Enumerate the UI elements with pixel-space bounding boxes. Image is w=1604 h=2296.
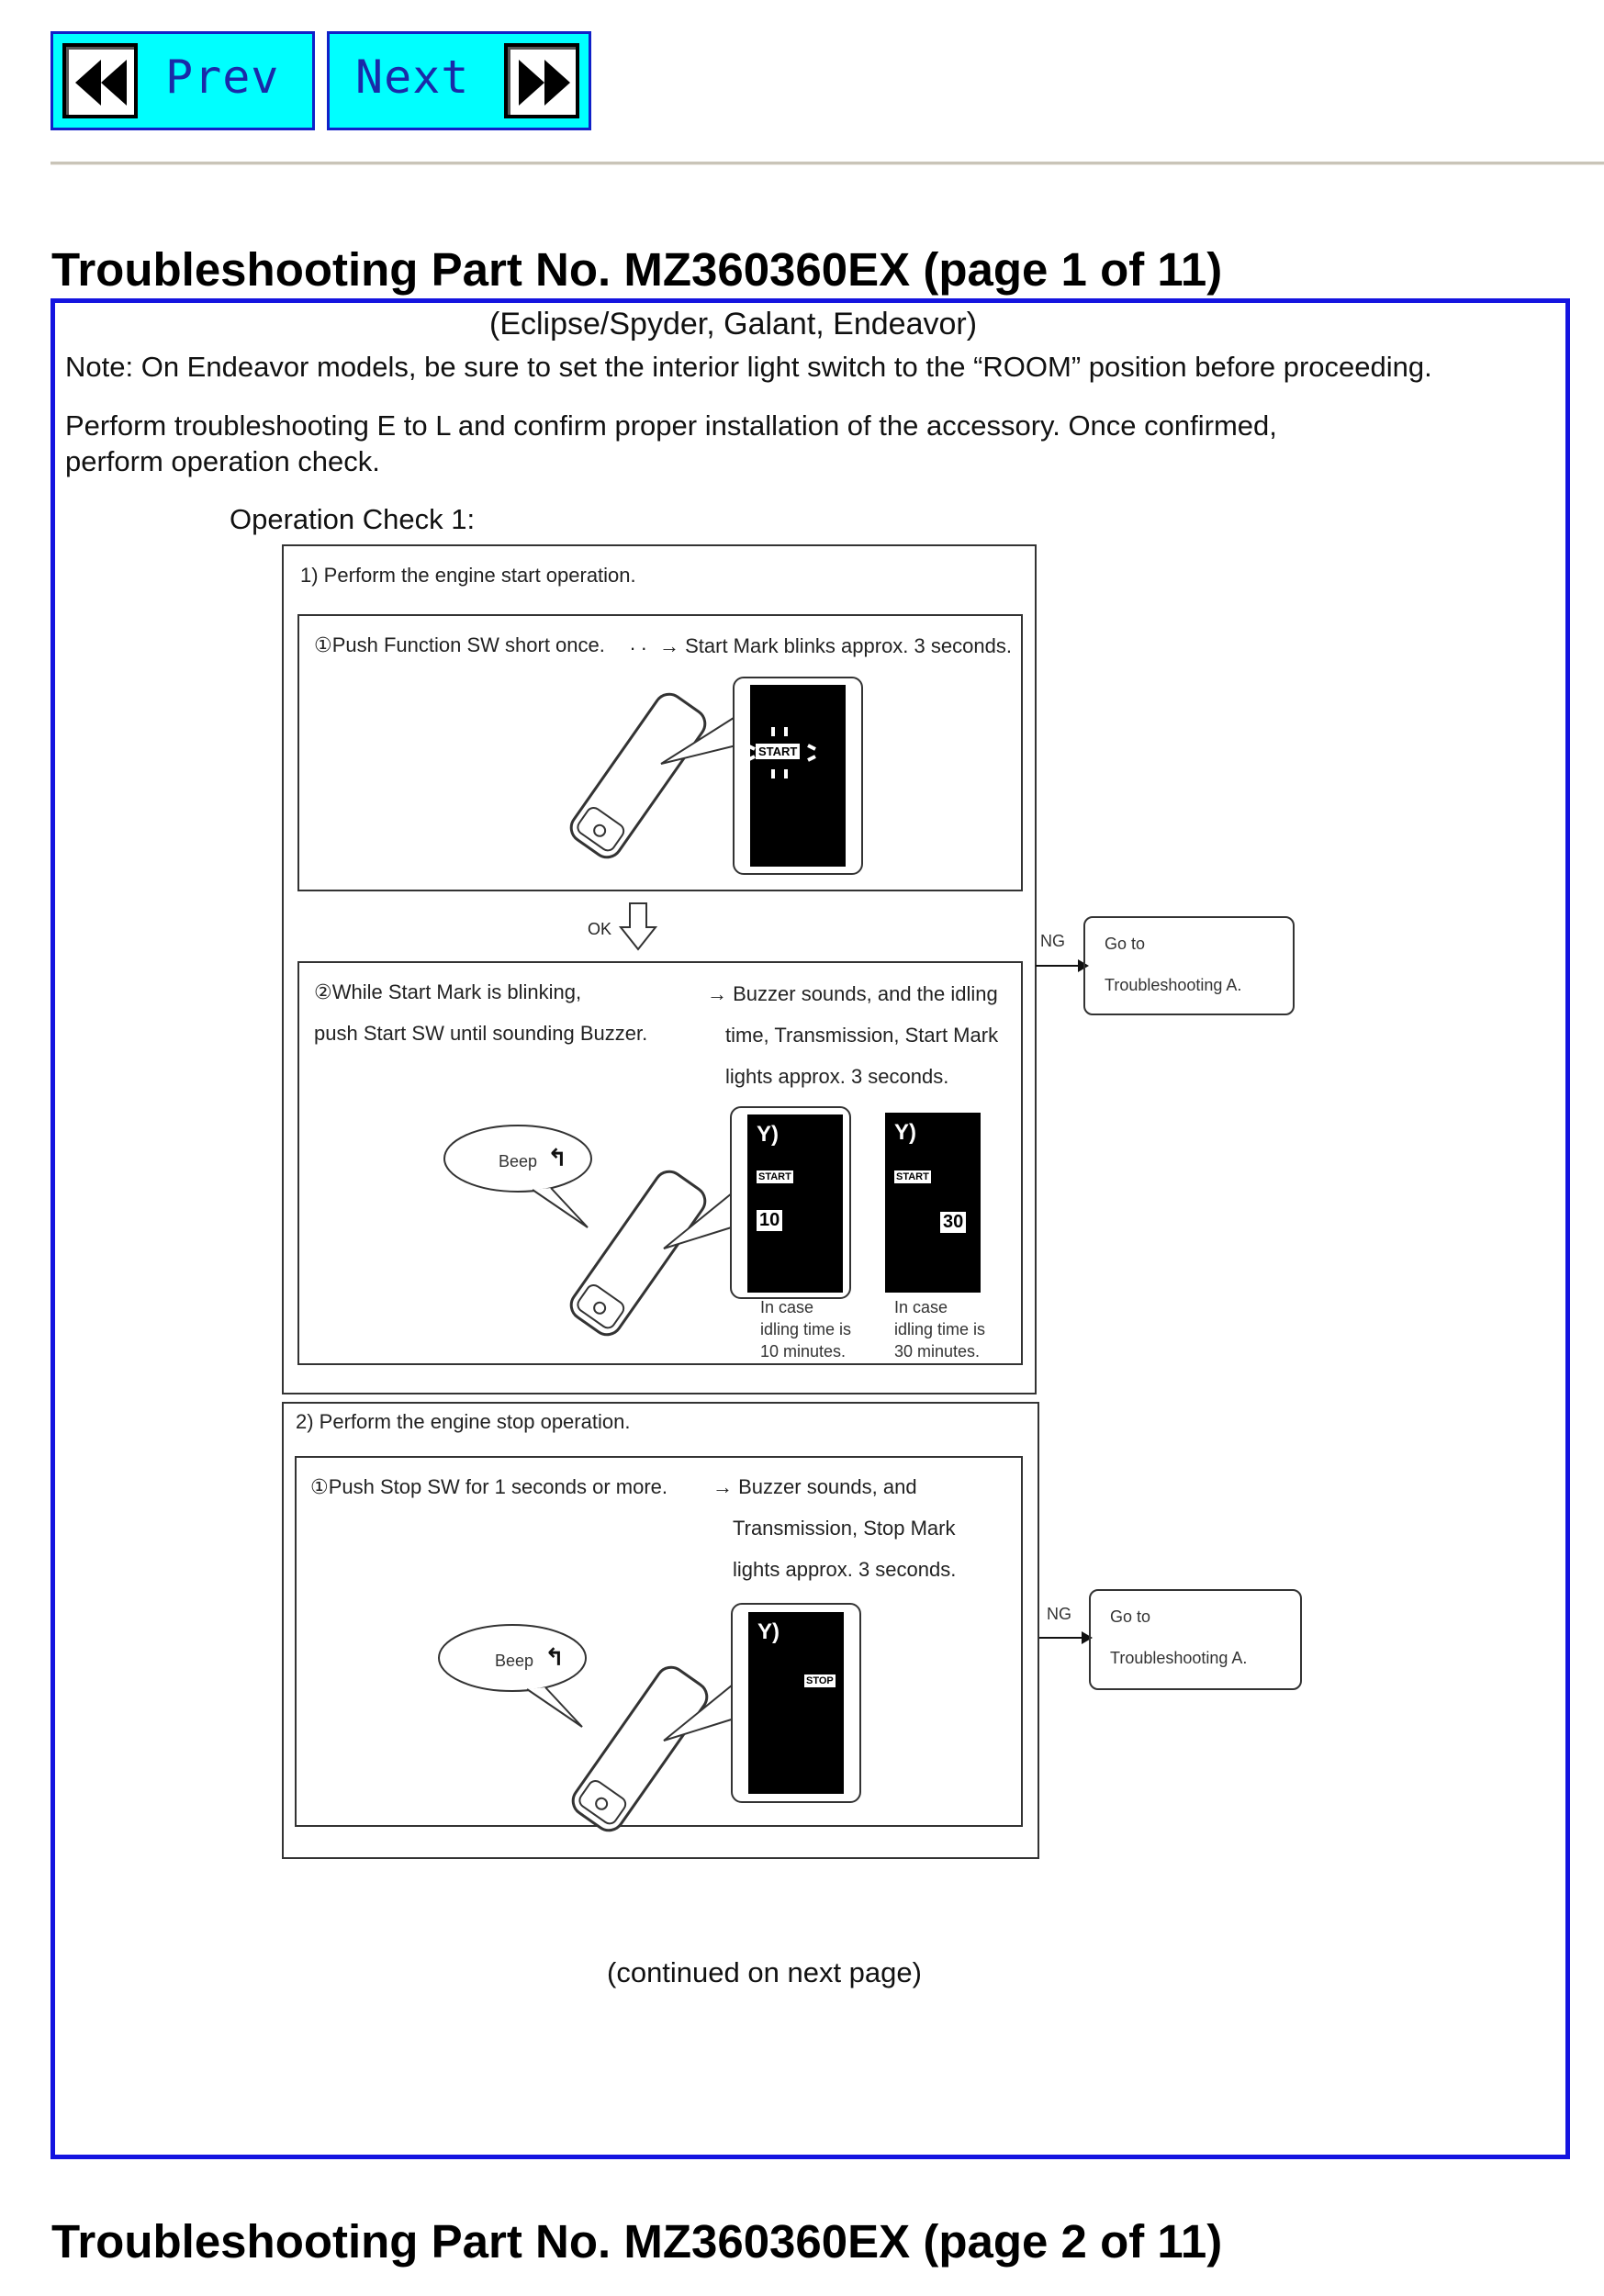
continued-note: (continued on next page) [607,1956,922,1988]
horizontal-rule [50,162,1604,165]
step2-instruction-1: ②While Start Mark is blinking, [314,980,582,1003]
goto-line1-2: Go to [1110,1607,1151,1626]
start-mark-icon-3: START [894,1170,931,1183]
start-mark-icon: START [756,744,801,759]
remote-key-icon-3 [571,1665,709,1832]
next-button[interactable]: Next [327,31,591,130]
beep-label: Beep [499,1152,538,1170]
idle-time-10-icon: 10 [757,1210,783,1231]
ng-arrow-1 [1036,959,1089,972]
stop-result-1: → Buzzer sounds, and [712,1475,917,1498]
step2-result-1: → Buzzer sounds, and the idling [707,982,998,1005]
section2-title: 2) Perform the engine stop operation. [296,1410,631,1433]
case30-line2: idling time is [894,1320,986,1338]
step1-instruction: ①Push Function SW short once. [314,633,605,656]
section1-box [282,544,1037,1394]
step2-result-3: lights approx. 3 seconds. [725,1065,949,1088]
down-arrow-icon [619,902,657,951]
idle-time-30-icon: 30 [940,1212,967,1233]
case30-line3: 30 minutes. [894,1342,981,1361]
step1-result: → Start Mark blinks approx. 3 seconds. [659,634,1012,657]
fast-forward-icon [504,43,579,118]
sound-hook-icon-2: ↰ [544,1643,565,1671]
models-subtitle: (Eclipse/Spyder, Galant, Endeavor) [489,307,978,342]
note-text: Note: On Endeavor models, be sure to set… [65,351,1432,383]
lcd-display-30min [885,1113,981,1293]
case10-line3: 10 minutes. [760,1342,847,1361]
goto-line1-1: Go to [1105,935,1146,953]
lcd-display-10min [747,1114,843,1293]
ng-arrow-2 [1039,1631,1093,1644]
step2-result-2: time, Transmission, Start Mark [725,1024,999,1047]
callout-pointer-3 [663,1680,738,1742]
transmission-icon-3: Y) [757,1619,780,1644]
goto-troubleshooting-a-2 [1089,1589,1302,1690]
stop-result-3: lights approx. 3 seconds. [733,1558,957,1581]
callout-pointer-2 [663,1188,738,1249]
next-label: Next [355,50,470,104]
next-page-title: Troubleshooting Part No. MZ360360EX (pag… [51,2215,1223,2268]
goto-line2-2: Troubleshooting A. [1110,1649,1248,1667]
stop-instruction: ①Push Stop SW for 1 seconds or more. [310,1475,667,1498]
remote-key-icon-2 [569,1170,707,1337]
ng-label-2: NG [1047,1605,1071,1623]
stop-mark-icon: STOP [804,1674,836,1687]
prev-button[interactable]: Prev [50,31,315,130]
step2-box [297,961,1023,1365]
case10-line1: In case [760,1298,814,1316]
operation-check-heading: Operation Check 1: [230,503,476,535]
lcd-display-stop [748,1612,844,1794]
case10-line2: idling time is [760,1320,852,1338]
instruction-line-2: perform operation check. [65,445,380,477]
step2-instruction-2: push Start SW until sounding Buzzer. [314,1022,648,1045]
lcd-display-blinking [750,685,846,867]
rewind-icon [62,43,138,118]
callout-pointer [660,711,745,765]
section1-title: 1) Perform the engine start operation. [300,564,636,587]
step1-dots: . . [630,632,647,655]
sound-hook-icon: ↰ [547,1144,567,1171]
goto-line2-1: Troubleshooting A. [1105,976,1242,994]
section2-box [282,1402,1039,1859]
ng-label-1: NG [1040,932,1065,950]
ok-label: OK [588,920,612,938]
case30-line1: In case [894,1298,948,1316]
start-mark-icon-2: START [757,1170,793,1183]
beep-label-2: Beep [495,1652,534,1670]
goto-troubleshooting-a-1 [1083,916,1295,1015]
transmission-icon-2: Y) [894,1120,916,1145]
beep-speech-bubble [443,1125,592,1228]
document-frame [50,298,1570,2159]
blink-rays-icon [746,727,816,778]
prev-label: Prev [165,50,280,104]
beep-speech-bubble-2 [438,1624,587,1728]
transmission-icon: Y) [757,1122,779,1147]
stop-step-box [295,1456,1023,1827]
page-title: Troubleshooting Part No. MZ360360EX (pag… [51,243,1223,296]
remote-key-icon [569,692,707,859]
instruction-line-1: Perform troubleshooting E to L and confi… [65,409,1277,442]
stop-result-2: Transmission, Stop Mark [733,1517,956,1540]
step1-box [297,614,1023,891]
